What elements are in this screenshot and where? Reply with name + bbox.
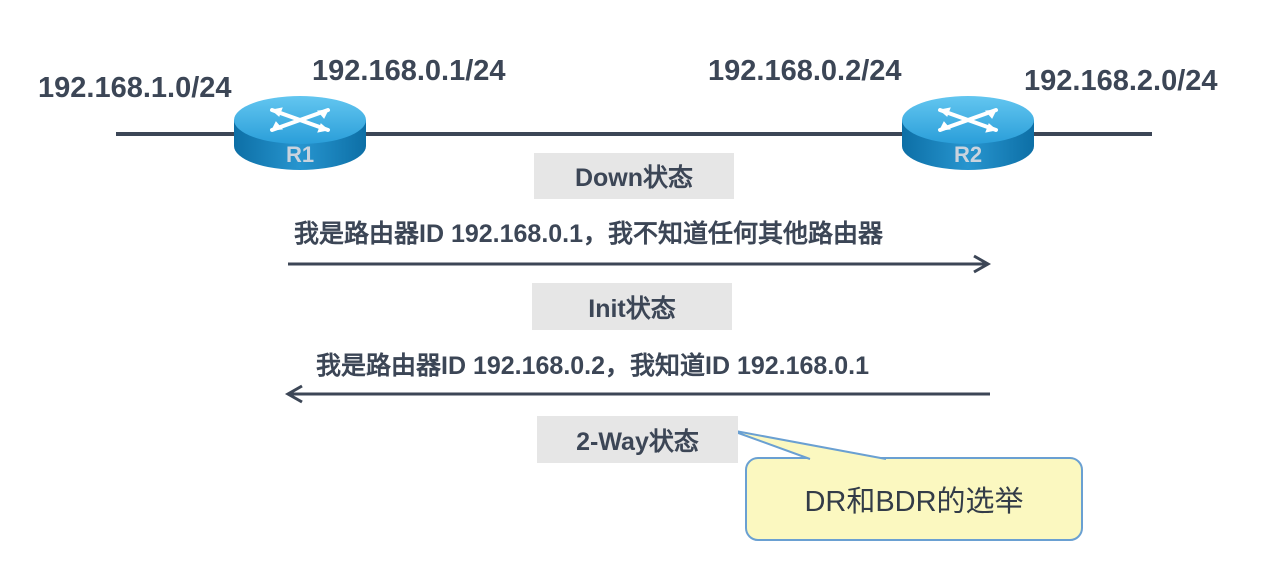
- callout-bubble: [729, 429, 1083, 541]
- arrow-r2-to-r1: [284, 384, 990, 404]
- left-subnet-label: 192.168.1.0/24: [38, 72, 232, 104]
- message-r1-to-r2: 我是路由器ID 192.168.0.1，我不知道任何其他路由器: [294, 220, 884, 248]
- arrow-r1-to-r2: [288, 254, 992, 274]
- callout-text: DR和BDR的选举: [804, 486, 1024, 518]
- state-down: Down状态: [534, 153, 734, 199]
- message-r2-to-r1: 我是路由器ID 192.168.0.2，我知道ID 192.168.0.1: [316, 352, 870, 380]
- r2-interface-label: 192.168.0.2/24: [708, 55, 902, 87]
- right-subnet-label: 192.168.2.0/24: [1024, 65, 1218, 97]
- router-icon: [234, 96, 366, 170]
- router-r2[interactable]: R2: [900, 94, 1036, 174]
- r1-interface-label: 192.168.0.1/24: [312, 55, 506, 87]
- router-r1-label: R1: [285, 142, 315, 167]
- state-init: Init状态: [532, 283, 732, 330]
- state-two-way: 2-Way状态: [537, 416, 738, 463]
- router-icon: [902, 96, 1034, 170]
- router-r2-label: R2: [953, 142, 983, 167]
- router-r1[interactable]: R1: [232, 94, 368, 174]
